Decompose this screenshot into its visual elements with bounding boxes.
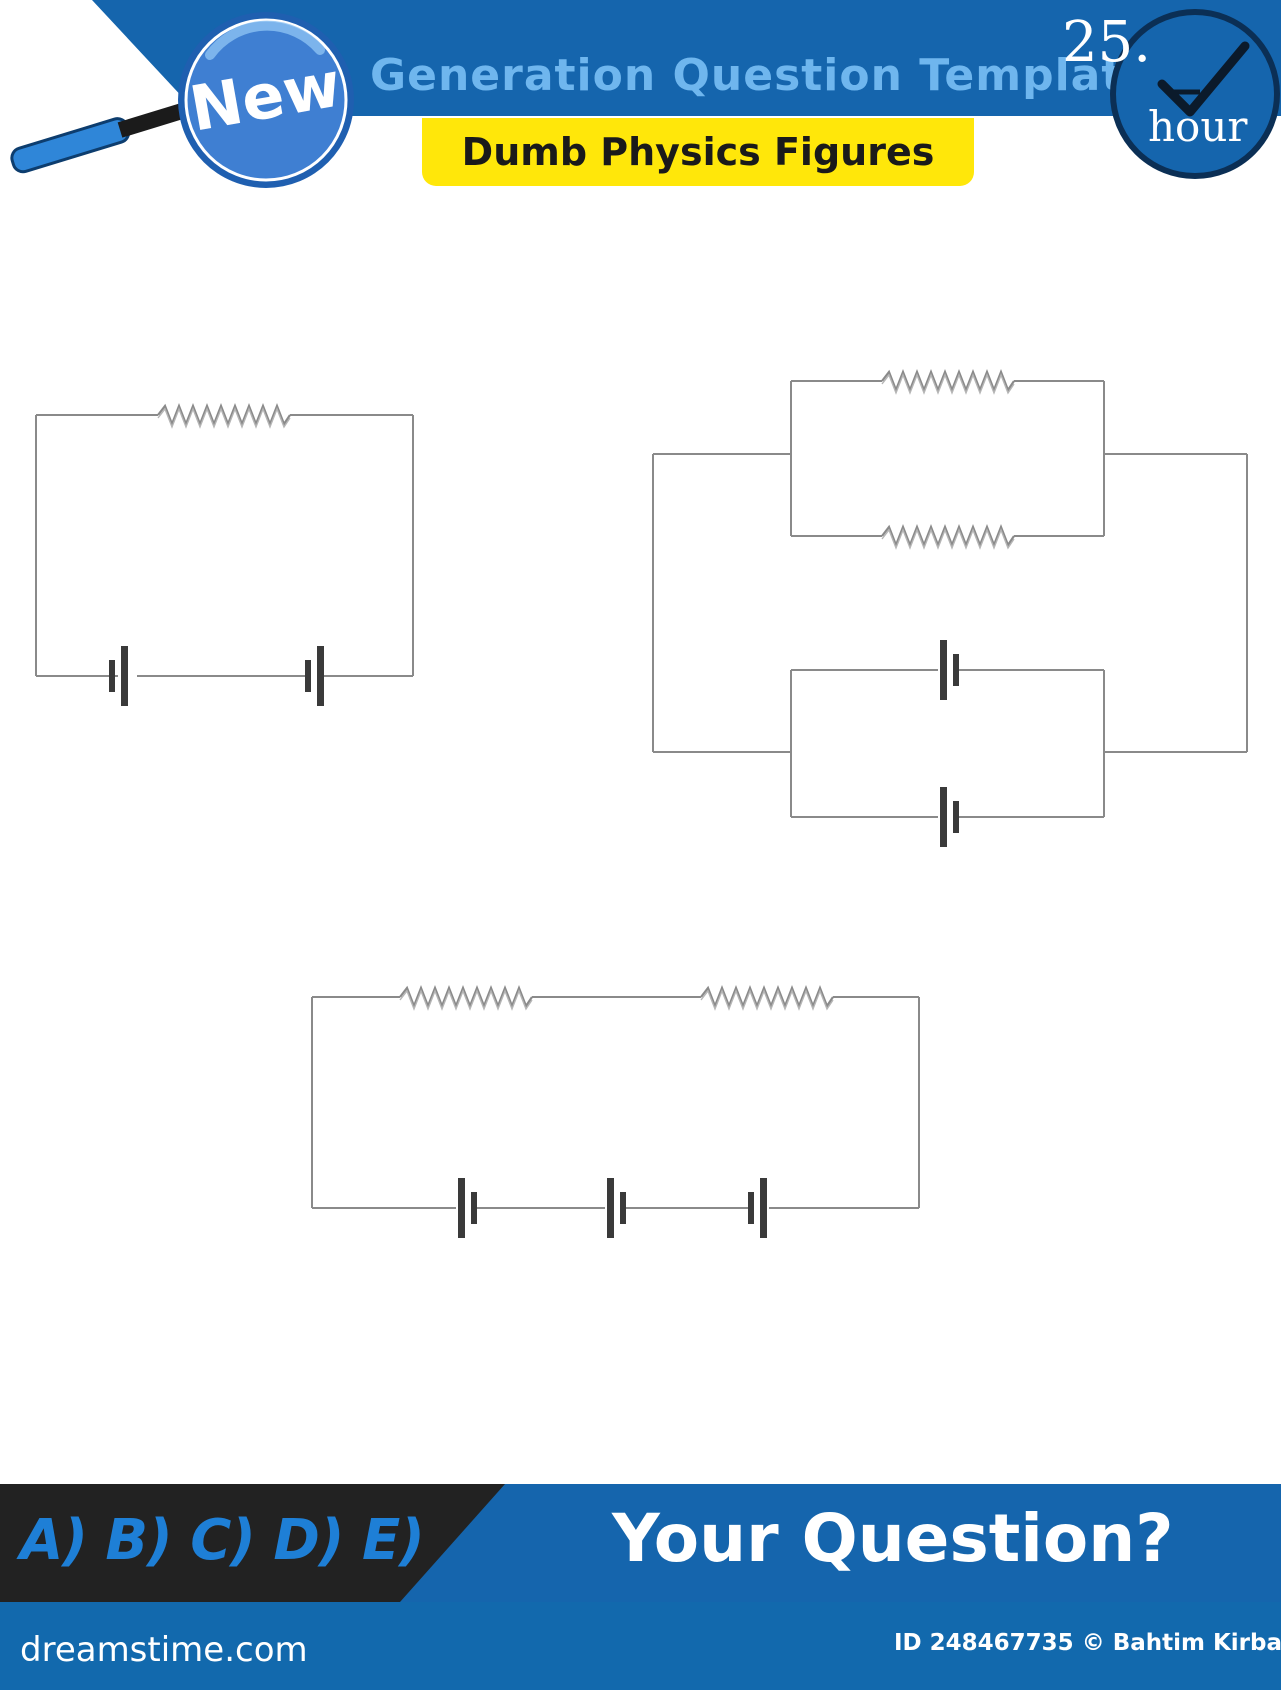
resistor-3b — [699, 986, 835, 1011]
resistor-2b — [880, 525, 1016, 550]
resistor-2a — [880, 370, 1016, 395]
circuit-parallel — [652, 380, 1248, 818]
cell-1b — [305, 646, 324, 706]
subtitle-box: Dumb Physics Figures — [422, 118, 974, 186]
watermark-id: ID 248467735 © Bahtim Kirbas — [894, 1630, 1281, 1656]
resistor-1 — [156, 404, 292, 429]
hour-label: hour — [1148, 102, 1248, 151]
subtitle-text: Dumb Physics Figures — [461, 130, 935, 174]
cell-2a — [940, 640, 959, 700]
hour-number: 25. — [1062, 10, 1152, 75]
cell-3c — [748, 1178, 767, 1238]
circuit-series — [311, 996, 920, 1209]
watermark-site: dreamstime.com — [20, 1630, 308, 1670]
header-title: Generation Question Template — [370, 50, 1155, 101]
clock-icon — [1110, 9, 1280, 179]
cell-3b — [607, 1178, 626, 1238]
circuit-single-loop — [35, 414, 414, 677]
question-prompt: Your Question? — [612, 1500, 1174, 1577]
circuit-diagrams — [35, 370, 1248, 1238]
answer-options: A) B) C) D) E) — [20, 1508, 425, 1573]
watermark-bar — [0, 1602, 1281, 1690]
cell-1a — [109, 646, 128, 706]
magnifier-icon: New — [10, 12, 354, 188]
resistor-3a — [398, 986, 534, 1011]
cell-2b — [940, 787, 959, 847]
cell-3a — [458, 1178, 477, 1238]
